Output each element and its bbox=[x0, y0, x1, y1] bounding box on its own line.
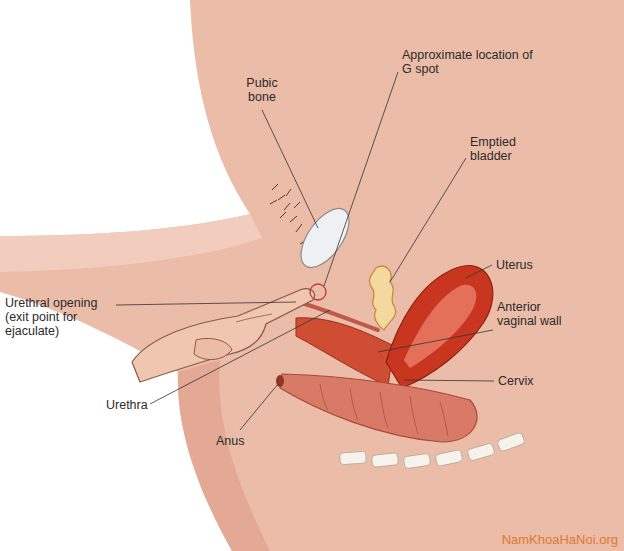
bladder bbox=[369, 266, 395, 330]
uterine-cavity bbox=[404, 285, 476, 368]
part-label: Approximate location of G spot bbox=[402, 48, 542, 76]
part-label: Pubic bone bbox=[236, 76, 288, 104]
watermark: NamKhoaHaNoi.org bbox=[494, 533, 618, 547]
thumb bbox=[194, 338, 232, 359]
part-label: Anus bbox=[216, 434, 266, 448]
hand bbox=[132, 289, 315, 382]
pubic-bone bbox=[292, 200, 359, 275]
part-label: Urethral opening (exit point for ejacula… bbox=[5, 296, 117, 338]
part-label: Emptied bladder bbox=[470, 135, 540, 163]
part-label: Uterus bbox=[496, 258, 556, 272]
uterus bbox=[386, 266, 493, 388]
spine bbox=[340, 432, 526, 469]
part-label: Anterior vaginal wall bbox=[497, 300, 567, 328]
thigh-shading bbox=[0, 214, 262, 272]
g-spot-marker bbox=[310, 284, 326, 300]
part-label: Urethra bbox=[106, 398, 166, 412]
finger-crease bbox=[236, 314, 272, 322]
buttock-shading bbox=[178, 360, 270, 551]
pubic-hair bbox=[270, 184, 308, 244]
bowel-folds bbox=[320, 384, 448, 436]
rectum bbox=[280, 374, 477, 442]
leader-lines bbox=[116, 72, 494, 430]
part-label: Cervix bbox=[498, 374, 558, 388]
